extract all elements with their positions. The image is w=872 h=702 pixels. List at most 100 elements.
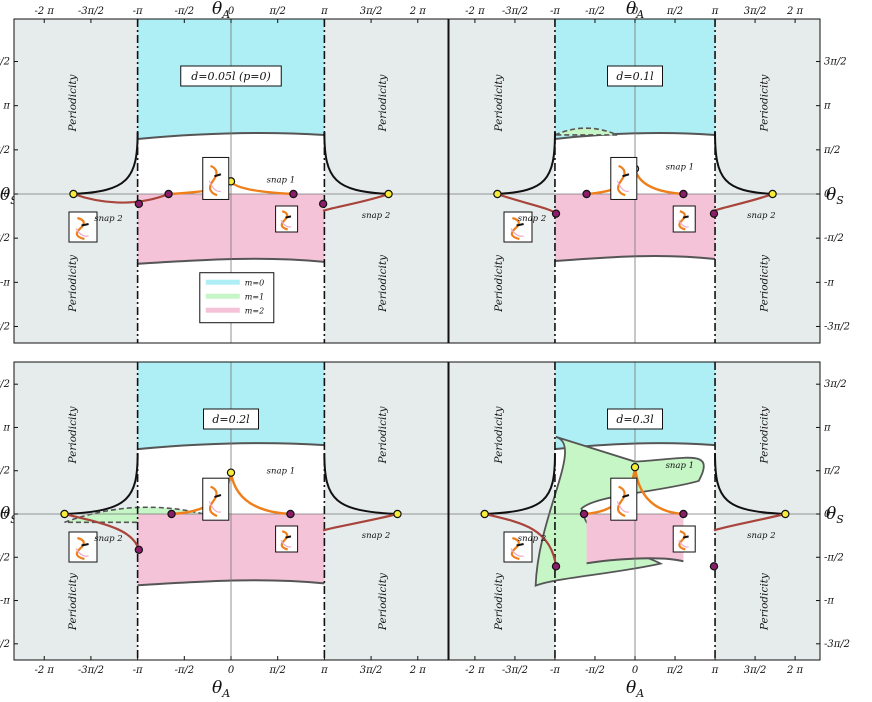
- stability-curve: [497, 132, 556, 195]
- purple-point: [579, 509, 589, 519]
- x-tick-label: -2 π: [34, 6, 54, 17]
- y-tick-label: 0: [4, 189, 11, 200]
- rod-shape-icon: [510, 216, 520, 241]
- periodicity-band-left: [449, 19, 555, 343]
- legend-swatch: [205, 293, 240, 299]
- x-tick-label: -π/2: [585, 665, 605, 676]
- periodicity-label: Periodicity: [493, 73, 505, 132]
- snap2-curve: [322, 512, 398, 532]
- purple-point: [167, 509, 176, 519]
- yellow-point: [480, 509, 489, 519]
- rod-shadow-icon: [75, 228, 89, 237]
- clamp-icon: [516, 223, 524, 227]
- rod-shape-icon: [510, 536, 520, 561]
- rod-shape-icon: [208, 164, 218, 197]
- x-tick-label: -3π/2: [78, 665, 104, 676]
- panel-body: PeriodicityPeriodicityPeriodicityPeriodi…: [449, 19, 820, 343]
- periodicity-label: Periodicity: [377, 254, 389, 313]
- rod-shadow-icon: [678, 220, 689, 228]
- yellow-point: [768, 189, 777, 199]
- yellow-point: [69, 189, 78, 199]
- rod-shape-icon: [678, 210, 686, 231]
- x-tick-label: π/2: [666, 665, 683, 676]
- snap1-label: snap 1: [666, 163, 694, 173]
- periodicity-band-left: [449, 362, 555, 660]
- y-tick-label: π: [823, 422, 831, 433]
- rod-shadow-icon: [678, 540, 689, 548]
- x-tick-label: -π/2: [174, 665, 194, 676]
- yellow-point: [226, 468, 236, 477]
- purple-point: [679, 509, 688, 519]
- x-axis-title: θA: [212, 678, 230, 700]
- stability-curve: [714, 132, 773, 195]
- stability-curve: [73, 132, 139, 195]
- x-tick-label: -π: [133, 6, 143, 17]
- y-tick-label: π/2: [823, 466, 840, 477]
- yellow-point: [384, 189, 393, 199]
- snap1-label: snap 1: [267, 467, 295, 477]
- yellow-point: [630, 462, 640, 472]
- snap2-curve: [322, 192, 389, 212]
- y-tick-label: π/2: [0, 145, 10, 156]
- x-tick-label: -π: [550, 665, 560, 676]
- y-tick-label: 0: [824, 509, 831, 520]
- yellow-point: [493, 189, 502, 199]
- snap2-curve: [64, 512, 140, 551]
- snap2-curve: [713, 512, 786, 532]
- stability-curve: [64, 453, 139, 515]
- panel-title-box: [203, 408, 259, 430]
- panel-title: d=0.1l: [616, 70, 654, 83]
- panel-body: PeriodicityPeriodicityPeriodicityPeriodi…: [449, 362, 820, 660]
- snap2-label: snap 2: [94, 214, 122, 224]
- stability-curve: [714, 453, 786, 515]
- rod-shadow-icon: [616, 180, 630, 192]
- x-tick-label: 0: [632, 6, 639, 17]
- periodicity-band-right: [324, 19, 448, 343]
- purple-point: [679, 189, 688, 199]
- yellow-point: [781, 509, 790, 519]
- x-tick-label: 0: [228, 665, 235, 676]
- panel-title: d=0.05l (p=0): [191, 70, 271, 83]
- y-tick-label: -π/2: [824, 233, 844, 244]
- y-tick-label: -3π/2: [824, 639, 850, 650]
- chart-panel: PeriodicityPeriodicityPeriodicityPeriodi…: [448, 361, 850, 676]
- rod-shadow-icon: [75, 548, 89, 557]
- x-tick-label: π: [711, 665, 719, 676]
- rod-shadow-icon: [616, 501, 630, 513]
- clamp-icon: [682, 535, 689, 539]
- x-tick-label: 3π/2: [360, 665, 383, 676]
- snap1-label: snap 1: [267, 175, 295, 185]
- panel-body: PeriodicityPeriodicityPeriodicityPeriodi…: [14, 19, 448, 343]
- legend-label: m=0: [245, 279, 264, 288]
- x-tick-label: 2 π: [786, 665, 804, 676]
- x-tick-label: -π: [550, 6, 560, 17]
- clamp-icon: [516, 543, 524, 547]
- periodicity-band-right: [715, 19, 820, 343]
- purple-point: [318, 199, 328, 209]
- x-tick-label: 3π/2: [744, 6, 767, 17]
- stability-curve: [323, 453, 398, 515]
- periodicity-band-left: [14, 19, 138, 343]
- y-tick-label: π: [2, 422, 10, 433]
- region-m1: [534, 436, 705, 587]
- snap2-label: snap 2: [518, 534, 546, 544]
- y-tick-label: π: [2, 101, 10, 112]
- purple-point: [289, 189, 298, 199]
- x-tick-label: -3π/2: [78, 6, 104, 17]
- y-tick-label: -π: [0, 596, 10, 607]
- x-tick-label: -3π/2: [502, 665, 528, 676]
- purple-point: [582, 189, 591, 199]
- y-tick-label: -3π/2: [824, 321, 850, 332]
- purple-point: [134, 545, 144, 555]
- snap2-curve: [73, 192, 169, 204]
- x-tick-label: 3π/2: [744, 665, 767, 676]
- y-tick-label: -π: [824, 277, 834, 288]
- x-tick-label: π: [320, 6, 328, 17]
- snap2-curve: [484, 512, 558, 567]
- periodicity-band-right: [715, 362, 820, 660]
- rod-shadow-icon: [510, 228, 524, 237]
- rod-shape-icon: [208, 485, 218, 518]
- clamp-icon: [622, 173, 630, 178]
- rod-shadow-icon: [510, 548, 524, 557]
- periodicity-label: Periodicity: [67, 405, 79, 464]
